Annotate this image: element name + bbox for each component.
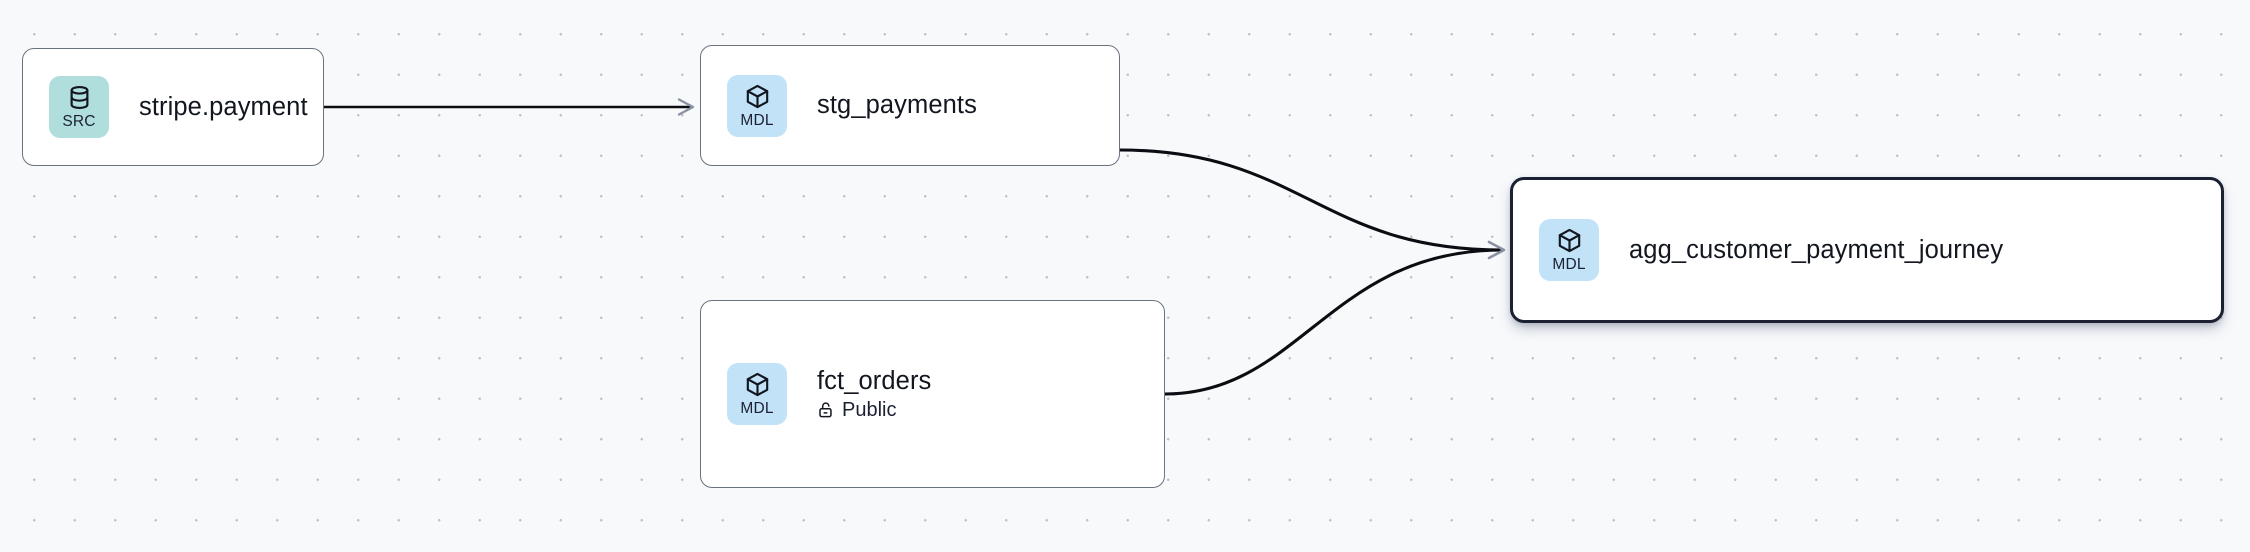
edge-fct-to-agg [1164,248,1503,396]
node-type-badge-mdl: MDL [727,363,787,425]
cube-icon [744,371,771,398]
node-visibility: Public [817,399,931,421]
node-title: agg_customer_payment_journey [1629,235,2004,264]
cube-icon [744,83,771,110]
node-body: agg_customer_payment_journey [1629,236,2003,265]
node-title: fct_orders [817,366,932,395]
cube-icon [1556,227,1583,254]
edge-src-to-stg [324,98,695,116]
lineage-node-stripe-payment[interactable]: SRC stripe.payment [22,48,324,166]
lineage-node-stg-payments[interactable]: MDL stg_payments [700,45,1120,166]
edge-stg-to-agg [1119,148,1503,252]
node-body: fct_orders Public [817,367,931,422]
unlock-icon [817,401,835,419]
edge-arrowhead-agg [1487,240,1506,260]
node-type-badge-mdl: MDL [727,74,787,137]
node-type-badge-label: MDL [740,400,774,418]
database-icon [66,84,93,111]
lineage-node-fct-orders[interactable]: MDL fct_orders Public [700,300,1165,488]
node-type-badge-label: SRC [62,113,96,131]
node-type-badge-src: SRC [49,76,109,138]
lineage-node-agg-customer-payment-journey[interactable]: MDL agg_customer_payment_journey [1510,177,2224,323]
node-type-badge-label: MDL [740,111,774,129]
node-title: stripe.payment [139,92,308,121]
node-body: stripe.payment [139,93,308,122]
node-type-badge-label: MDL [1552,256,1586,274]
node-body: stg_payments [817,91,977,120]
node-type-badge-mdl: MDL [1539,219,1599,281]
node-title: stg_payments [817,91,977,120]
node-visibility-label: Public [842,399,897,422]
